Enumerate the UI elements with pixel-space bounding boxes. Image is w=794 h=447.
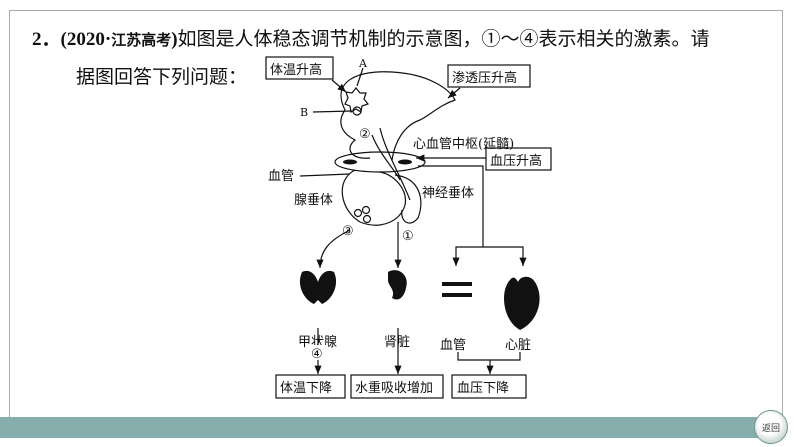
neurohypophysis-shape [394,174,422,224]
label-a: A [358,57,368,70]
label-adenohypophysis: 腺垂体 [294,193,333,208]
hypothalamus-outline [340,71,456,161]
footer-bar [0,417,770,438]
label-hormone-2: ② [359,127,371,142]
question-line-1: 2．(2020·江苏高考)如图是人体稳态调节机制的示意图，①～④表示相关的激素。… [32,24,710,51]
label-hormone-4: ④ [311,347,323,362]
box-water-reabsorb: 水重吸收增加 [355,380,433,396]
question-text-2: 据图回答下列问题： [76,66,248,88]
label-vessel: 血管 [268,169,294,184]
thyroid-icon [299,270,337,304]
label-kidney: 肾脏 [384,335,410,350]
box-temp-fall: 体温下降 [280,381,332,396]
question-number: 2． [32,29,61,50]
label-heart: 心脏 [505,338,531,353]
kidney-icon [388,270,407,300]
blood-vessel-icon [442,282,472,286]
box-bp-rise: 血压升高 [490,153,542,169]
box-osmotic-rise: 渗透压升高 [452,70,517,86]
source-open: (2020· [60,29,112,50]
label-hormone-1: ① [402,229,414,244]
source-close: ) [171,29,178,50]
label-vessel-2: 血管 [440,338,466,353]
question-text-1: 如图是人体稳态调节机制的示意图，①～④表示相关的激素。请 [177,28,710,50]
label-neurohypophysis: 神经垂体 [422,186,474,201]
box-temp-rise: 体温升高 [270,62,322,78]
adenohypophysis-shape [341,169,407,226]
box-bp-fall: 血压下降 [457,381,509,396]
slide-frame [9,10,783,417]
label-hormone-3: ③ [342,224,354,239]
heart-icon [504,276,540,330]
question-source: 江苏高考 [111,31,172,49]
label-cv-center: 心血管中枢(延髓) [413,137,514,152]
label-b: B [300,106,308,119]
return-button[interactable]: 返回 [754,410,788,444]
